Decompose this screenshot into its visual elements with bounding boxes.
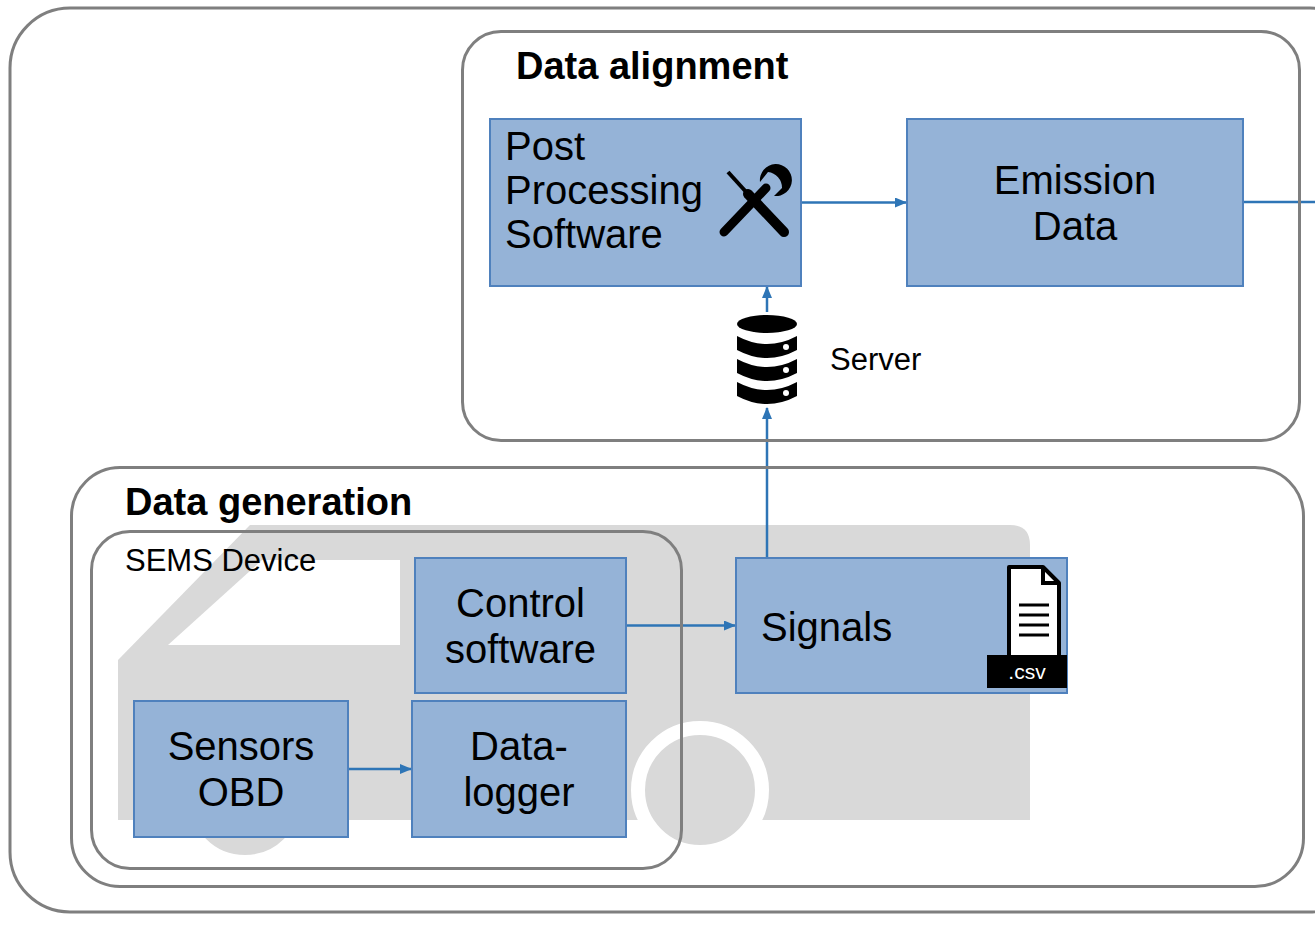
stage-group: Data alignmentPost Processing Software Em…: [461, 30, 1301, 442]
flow-arrow: [766, 287, 769, 312]
flow-arrow: [766, 408, 769, 557]
flow-arrow: [349, 768, 411, 771]
software-box: Post Processing Software: [489, 118, 802, 287]
file-extension: .csv: [987, 655, 1067, 688]
data-box: Emission Data: [906, 118, 1244, 287]
tools-icon: [714, 160, 794, 240]
server-node: Server: [730, 312, 950, 408]
group-heading: SEMS Device: [125, 543, 316, 579]
database-icon: [736, 314, 798, 406]
device-group: SEMS DeviceControl softwareSensors OBD Da…: [90, 530, 683, 870]
group-heading: Data alignment: [516, 45, 788, 89]
process-box: Control software: [414, 557, 627, 694]
process-box: Sensors OBD: [133, 700, 349, 838]
server-label: Server: [830, 342, 921, 378]
box-label: Control software: [428, 580, 613, 672]
box-label: Signals: [761, 604, 892, 650]
stage-group: Data generationSEMS DeviceControl softwa…: [70, 466, 1305, 888]
process-box: Data- logger: [411, 700, 627, 838]
output-line: [1244, 201, 1315, 204]
box-label: Emission Data: [970, 157, 1180, 249]
box-label: Data- logger: [439, 723, 599, 815]
outer-frame: [10, 8, 1315, 912]
box-label: Sensors OBD: [149, 723, 334, 815]
group-heading: Data generation: [125, 481, 412, 525]
box-label: Post Processing Software: [505, 124, 710, 256]
flow-arrow: [802, 201, 906, 204]
file-box: Signals .csv: [735, 557, 1068, 694]
